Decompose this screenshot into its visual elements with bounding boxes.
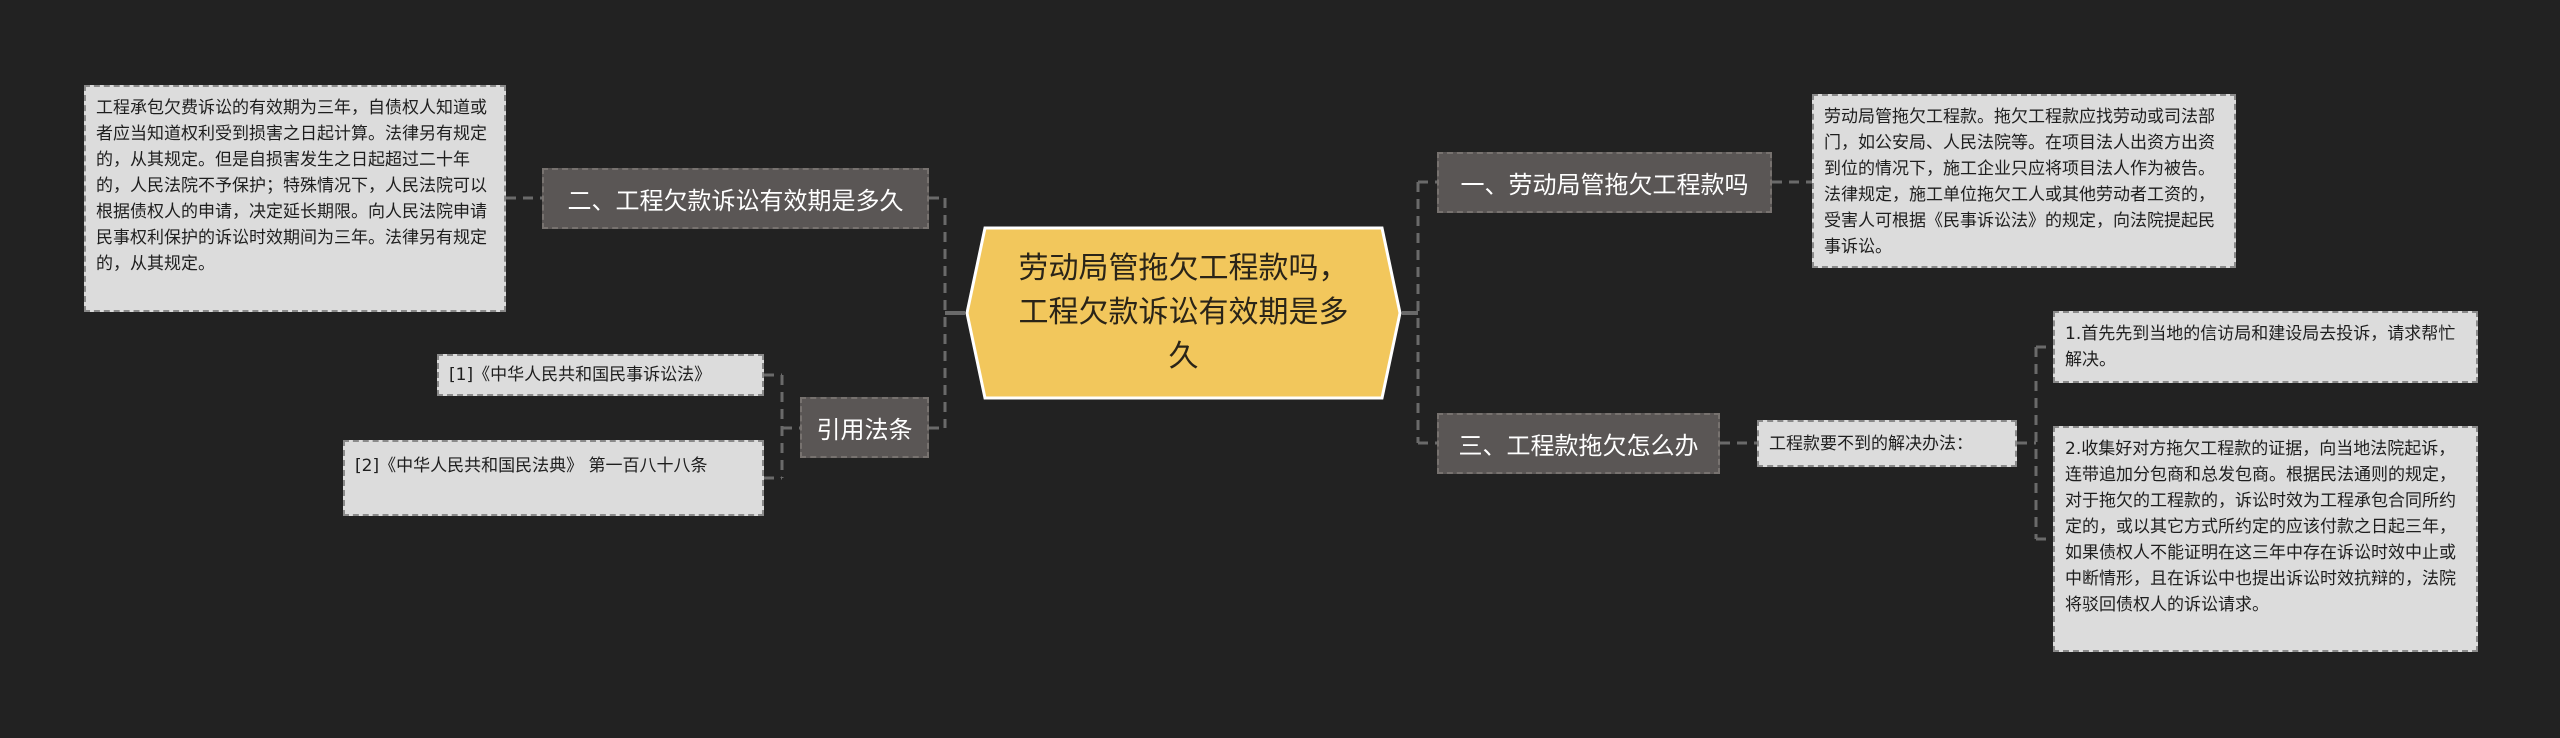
- solutions-heading-text: 工程款要不到的解决办法：: [1769, 433, 1973, 454]
- branch-what-to-do[interactable]: 三、工程款拖欠怎么办: [1437, 413, 1720, 474]
- solution-text: 1.首先先到当地的信访局和建设局去投诉，请求帮忙解决。: [2065, 324, 2456, 370]
- central-topic[interactable]: 劳动局管拖欠工程款吗，工程欠款诉讼有效期是多久: [965, 226, 1402, 400]
- branch-label: 引用法条: [816, 416, 913, 444]
- central-hexagon-shape: [965, 226, 1402, 400]
- detail-text: 工程承包欠费诉讼的有效期为三年，自债权人知道或者应当知道权利受到损害之日起计算。…: [96, 98, 487, 274]
- solutions-heading[interactable]: 工程款要不到的解决办法：: [1757, 420, 2017, 467]
- branch-labor-bureau[interactable]: 一、劳动局管拖欠工程款吗: [1437, 152, 1772, 213]
- branch-cited-laws[interactable]: 引用法条: [800, 397, 929, 458]
- citation-civil-code[interactable]: [2]《中华人民共和国民法典》 第一百八十八条: [343, 440, 764, 516]
- citation-text: [1]《中华人民共和国民事诉讼法》: [449, 365, 712, 385]
- branch-label: 二、工程欠款诉讼有效期是多久: [567, 187, 904, 215]
- detail-litigation-period[interactable]: 工程承包欠费诉讼的有效期为三年，自债权人知道或者应当知道权利受到损害之日起计算。…: [84, 85, 506, 312]
- solution-item-1[interactable]: 1.首先先到当地的信访局和建设局去投诉，请求帮忙解决。: [2053, 311, 2478, 383]
- solution-item-2[interactable]: 2.收集好对方拖欠工程款的证据，向当地法院起诉，连带追加分包商和总发包商。根据民…: [2053, 426, 2478, 652]
- detail-text: 劳动局管拖欠工程款。拖欠工程款应找劳动或司法部门，如公安局、人民法院等。在项目法…: [1824, 107, 2215, 257]
- solution-text: 2.收集好对方拖欠工程款的证据，向当地法院起诉，连带追加分包商和总发包商。根据民…: [2065, 439, 2456, 615]
- branch-label: 三、工程款拖欠怎么办: [1458, 432, 1699, 460]
- branch-litigation-period[interactable]: 二、工程欠款诉讼有效期是多久: [542, 168, 929, 229]
- citation-text: [2]《中华人民共和国民法典》 第一百八十八条: [355, 456, 708, 476]
- central-topic-label: 劳动局管拖欠工程款吗，工程欠款诉讼有效期是多久: [1018, 251, 1349, 374]
- branch-label: 一、劳动局管拖欠工程款吗: [1460, 171, 1749, 199]
- detail-labor-bureau[interactable]: 劳动局管拖欠工程款。拖欠工程款应找劳动或司法部门，如公安局、人民法院等。在项目法…: [1812, 94, 2236, 268]
- citation-civil-procedure-law[interactable]: [1]《中华人民共和国民事诉讼法》: [437, 354, 764, 396]
